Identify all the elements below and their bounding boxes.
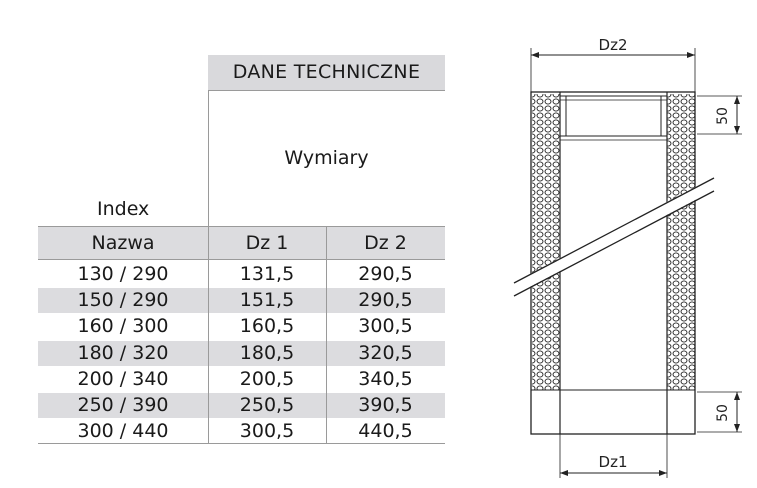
dz1-cell: 151,5 (239, 289, 295, 311)
top-dimension-label: 50 (715, 107, 731, 125)
dz1-cell: 250,5 (239, 394, 295, 416)
col-separator-2 (326, 226, 327, 443)
row-background (38, 288, 445, 313)
header-bottom-rule (38, 259, 445, 260)
group-left-border (208, 91, 209, 226)
bottom-dimension-label: 50 (715, 404, 731, 422)
nazwa-cell: 250 / 390 (77, 394, 169, 416)
top-50-dimension (697, 95, 742, 135)
dz2-label: Dz2 (599, 36, 628, 54)
nazwa-cell: 300 / 440 (77, 420, 169, 442)
nazwa-cell: 180 / 320 (77, 342, 169, 364)
outer-jacket (530, 91, 696, 435)
dz1-cell: 180,5 (239, 342, 295, 364)
row-background (38, 341, 445, 366)
dz1-cell: 131,5 (239, 263, 295, 285)
dz1-cell: 160,5 (239, 315, 295, 337)
nazwa-cell: 160 / 300 (77, 315, 169, 337)
left-insulation (532, 94, 560, 390)
row-background (38, 393, 445, 418)
index-label: Index (97, 198, 150, 220)
dz1-label: Dz1 (599, 453, 628, 471)
column-header-dz1: Dz 1 (245, 232, 289, 254)
column-header-nazwa: Nazwa (91, 232, 155, 254)
right-insulation (667, 94, 695, 390)
dz2-cell: 290,5 (358, 289, 413, 311)
group-header: Wymiary (284, 147, 369, 169)
dz2-cell: 340,5 (358, 368, 413, 390)
dz1-cell: 300,5 (239, 420, 295, 442)
table-bottom-rule (38, 443, 445, 444)
nazwa-cell: 130 / 290 (77, 263, 169, 285)
dz2-dimension (530, 48, 696, 92)
dz2-cell: 320,5 (358, 342, 413, 364)
section-title: DANE TECHNICZNE (232, 61, 421, 83)
dz2-cell: 300,5 (358, 315, 413, 337)
column-header-row (38, 226, 445, 260)
section-title-box: DANE TECHNICZNE (208, 55, 445, 91)
nazwa-cell: 150 / 290 (77, 289, 169, 311)
header-top-rule (38, 226, 445, 227)
dz1-cell: 200,5 (239, 368, 295, 390)
nazwa-cell: 200 / 340 (77, 368, 169, 390)
break-lines (505, 175, 718, 300)
dz2-cell: 390,5 (358, 394, 413, 416)
dz1-dimension (559, 434, 668, 478)
bottom-50-dimension (697, 391, 742, 433)
column-header-dz2: Dz 2 (364, 232, 407, 254)
col-separator-1 (208, 226, 209, 443)
dz2-cell: 290,5 (358, 263, 413, 285)
dz2-cell: 440,5 (358, 420, 413, 442)
